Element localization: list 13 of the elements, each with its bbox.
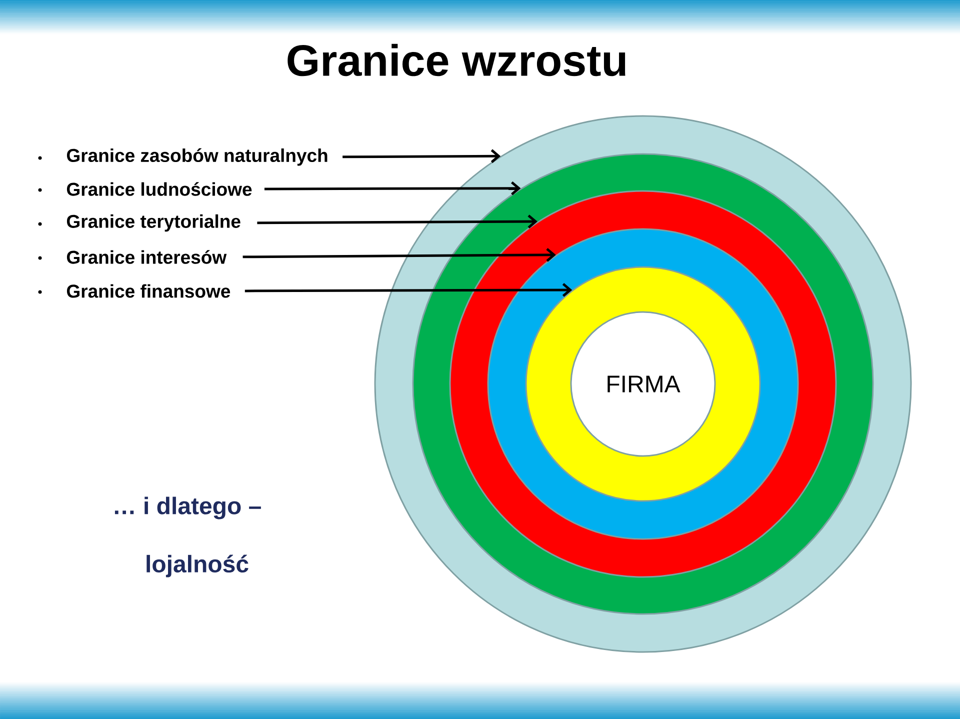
arrow bbox=[242, 248, 556, 262]
arrow bbox=[257, 214, 538, 228]
list-item: Granice finansowe bbox=[66, 284, 230, 298]
title: Granice wzrostu bbox=[288, 44, 626, 76]
note: lojalność bbox=[146, 554, 248, 578]
list-item: Granice ludnościowe bbox=[66, 182, 252, 196]
list-item: Granice zasobów naturalnych bbox=[66, 148, 328, 166]
list-item: Granice terytorialne bbox=[66, 214, 240, 232]
arrow bbox=[264, 181, 521, 196]
arrow bbox=[342, 149, 501, 164]
note: … i dlatego – bbox=[114, 496, 261, 520]
list-item: Granice interesów bbox=[66, 250, 227, 264]
arrow bbox=[244, 283, 572, 297]
